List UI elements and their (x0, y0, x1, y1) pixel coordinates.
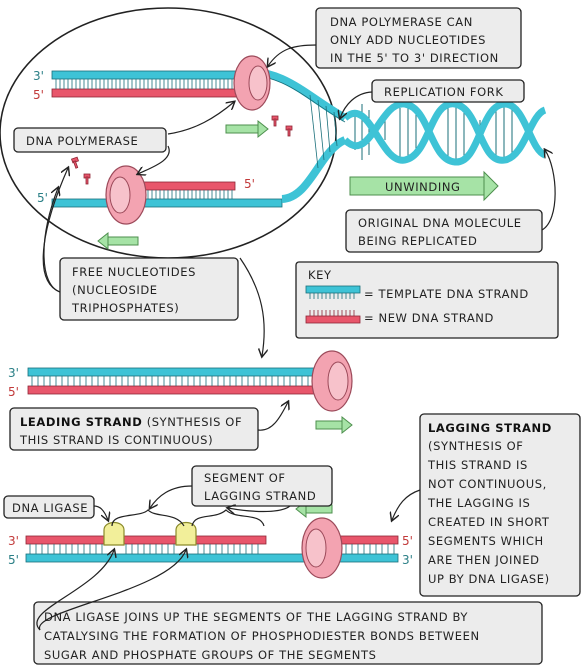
callout-line: DNA LIGASE JOINS UP THE SEGMENTS OF THE … (44, 610, 468, 624)
key-legend: KEY = TEMPLATE DNA STRAND = NEW DNA STRA… (295, 261, 559, 339)
key-new-label: = NEW DNA STRAND (364, 311, 494, 325)
callout-line: (NUCLEOSIDE (72, 283, 158, 297)
dna-polymerase-callout: DNA POLYMERASE (13, 102, 234, 174)
free-nucleotides (70, 115, 293, 185)
zoom-arrow (239, 257, 264, 356)
end-label: 3' (8, 534, 19, 548)
callout-line: THE LAGGING IS (427, 496, 530, 510)
dna-ligase-label: DNA LIGASE (12, 501, 88, 515)
dna-ligase-callout: DNA LIGASE (3, 495, 108, 520)
end-label: 5' (8, 553, 19, 567)
bottom-strand-pair: 5' 5' (37, 136, 347, 208)
callout-line: SEGMENTS WHICH (428, 534, 544, 548)
top-strand-pair: 3' 5' (33, 66, 347, 123)
end-label: 5' (402, 534, 413, 548)
replication-fork-label: REPLICATION FORK (384, 85, 504, 99)
callout-line: THIS STRAND IS (427, 458, 528, 472)
callout-line: ORIGINAL DNA MOLECULE (358, 216, 522, 230)
callout-line: LAGGING STRAND (204, 489, 316, 503)
direction-arrow (97, 231, 139, 251)
dna-ligase (103, 521, 125, 546)
leading-strand-line1: LEADING STRAND (SYNTHESIS OF (20, 415, 242, 429)
replication-fork-callout: REPLICATION FORK (340, 79, 525, 118)
callout-line: (SYNTHESIS OF (428, 439, 523, 453)
leading-strand: 3' 5' (8, 350, 353, 435)
callout-line: BEING REPLICATED (358, 234, 477, 248)
free-nucleotides-callout: FREE NUCLEOTIDES (NUCLEOSIDE TRIPHOSPHAT… (42, 168, 239, 321)
ligase-description-callout: DNA LIGASE JOINS UP THE SEGMENTS OF THE … (33, 550, 543, 665)
callout-line: UP BY DNA LIGASE) (428, 572, 550, 586)
end-label: 5' (37, 191, 48, 205)
leading-strand-callout: LEADING STRAND (SYNTHESIS OF THIS STRAND… (9, 402, 288, 451)
callout-line: DNA POLYMERASE CAN (330, 15, 473, 29)
direction-arrow (225, 119, 269, 139)
end-label: 5' (33, 88, 44, 102)
key-title: KEY (308, 268, 332, 282)
dna-ligase (175, 521, 197, 546)
end-label: 3' (402, 553, 413, 567)
callout-line: CREATED IN SHORT (428, 515, 550, 529)
polymerase-direction-callout: DNA POLYMERASE CAN ONLY ADD NUCLEOTIDES … (268, 7, 522, 69)
callout-line: ARE THEN JOINED (428, 553, 540, 567)
end-label: 5' (244, 177, 255, 191)
callout-line: CATALYSING THE FORMATION OF PHOSPHODIEST… (44, 629, 480, 643)
fork-rungs (309, 94, 338, 169)
callout-line: SEGMENT OF (204, 471, 286, 485)
dna-polymerase-bottom (105, 165, 147, 225)
callout-line: NOT CONTINUOUS, (428, 477, 547, 491)
dna-polymerase-label: DNA POLYMERASE (26, 134, 138, 148)
lagging-strand: 3' 5' 5' 3' (8, 499, 413, 579)
callout-line: FREE NUCLEOTIDES (72, 265, 196, 279)
callout-line: IN THE 5' TO 3' DIRECTION (330, 51, 499, 65)
end-label: 3' (33, 69, 44, 83)
end-label: 5' (8, 385, 19, 399)
unwinding-arrow: UNWINDING (349, 170, 499, 202)
key-template-label: = TEMPLATE DNA STRAND (364, 287, 529, 301)
callout-line: SUGAR AND PHOSPHATE GROUPS OF THE SEGMEN… (44, 648, 377, 662)
callout-line: ONLY ADD NUCLEOTIDES (330, 33, 486, 47)
lagging-title: LAGGING STRAND (428, 421, 552, 435)
leading-strand-line2: THIS STRAND IS CONTINUOUS) (19, 433, 213, 447)
unwinding-label: UNWINDING (385, 180, 461, 194)
dna-polymerase-top (233, 55, 271, 111)
end-label: 3' (8, 366, 19, 380)
original-dna-callout: ORIGINAL DNA MOLECULE BEING REPLICATED (345, 150, 556, 253)
double-helix (342, 100, 547, 166)
callout-line: TRIPHOSPHATES) (71, 301, 179, 315)
direction-arrow (315, 420, 343, 430)
lagging-strand-callout: LAGGING STRAND (SYNTHESIS OF THIS STRAND… (392, 413, 581, 597)
segment-callout: SEGMENT OF LAGGING STRAND (150, 465, 333, 512)
